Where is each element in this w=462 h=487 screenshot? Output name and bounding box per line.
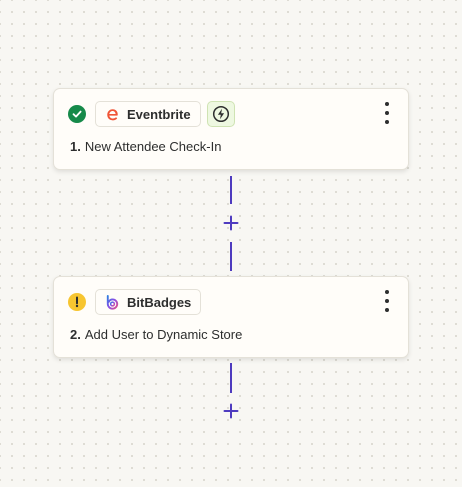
more-options-icon[interactable] [380, 102, 394, 124]
add-step-button[interactable] [221, 213, 241, 233]
app-chip-eventbrite[interactable]: Eventbrite [95, 101, 201, 127]
warning-icon [68, 293, 86, 311]
step-title: 2.Add User to Dynamic Store [70, 327, 242, 342]
step-card-header: BitBadges [68, 288, 202, 316]
step-number: 1. [70, 139, 81, 154]
app-name: Eventbrite [127, 106, 191, 122]
lightning-bolt-icon [212, 105, 229, 123]
step-card-1[interactable]: Eventbrite 1.New Attendee Check-In [53, 88, 409, 170]
connector-line [230, 176, 232, 204]
more-options-icon[interactable] [380, 290, 394, 312]
plus-icon [223, 403, 239, 419]
app-name: BitBadges [127, 294, 192, 310]
step-number: 2. [70, 327, 81, 342]
step-title-text: Add User to Dynamic Store [84, 327, 243, 342]
connector-line [230, 242, 232, 271]
step-card-header: Eventbrite [68, 100, 235, 128]
step-title-text: New Attendee Check-In [84, 139, 222, 154]
check-circle-icon [68, 105, 86, 123]
instant-trigger-badge [206, 101, 235, 127]
step-card-2[interactable]: BitBadges 2.Add User to Dynamic Store [53, 276, 409, 358]
bitbadges-logo-icon [104, 294, 121, 311]
plus-icon [223, 215, 239, 231]
step-title: 1.New Attendee Check-In [70, 139, 221, 154]
eventbrite-logo-icon [104, 106, 121, 123]
connector-line [230, 363, 232, 393]
app-chip-bitbadges[interactable]: BitBadges [95, 289, 202, 315]
add-step-button[interactable] [221, 401, 241, 421]
